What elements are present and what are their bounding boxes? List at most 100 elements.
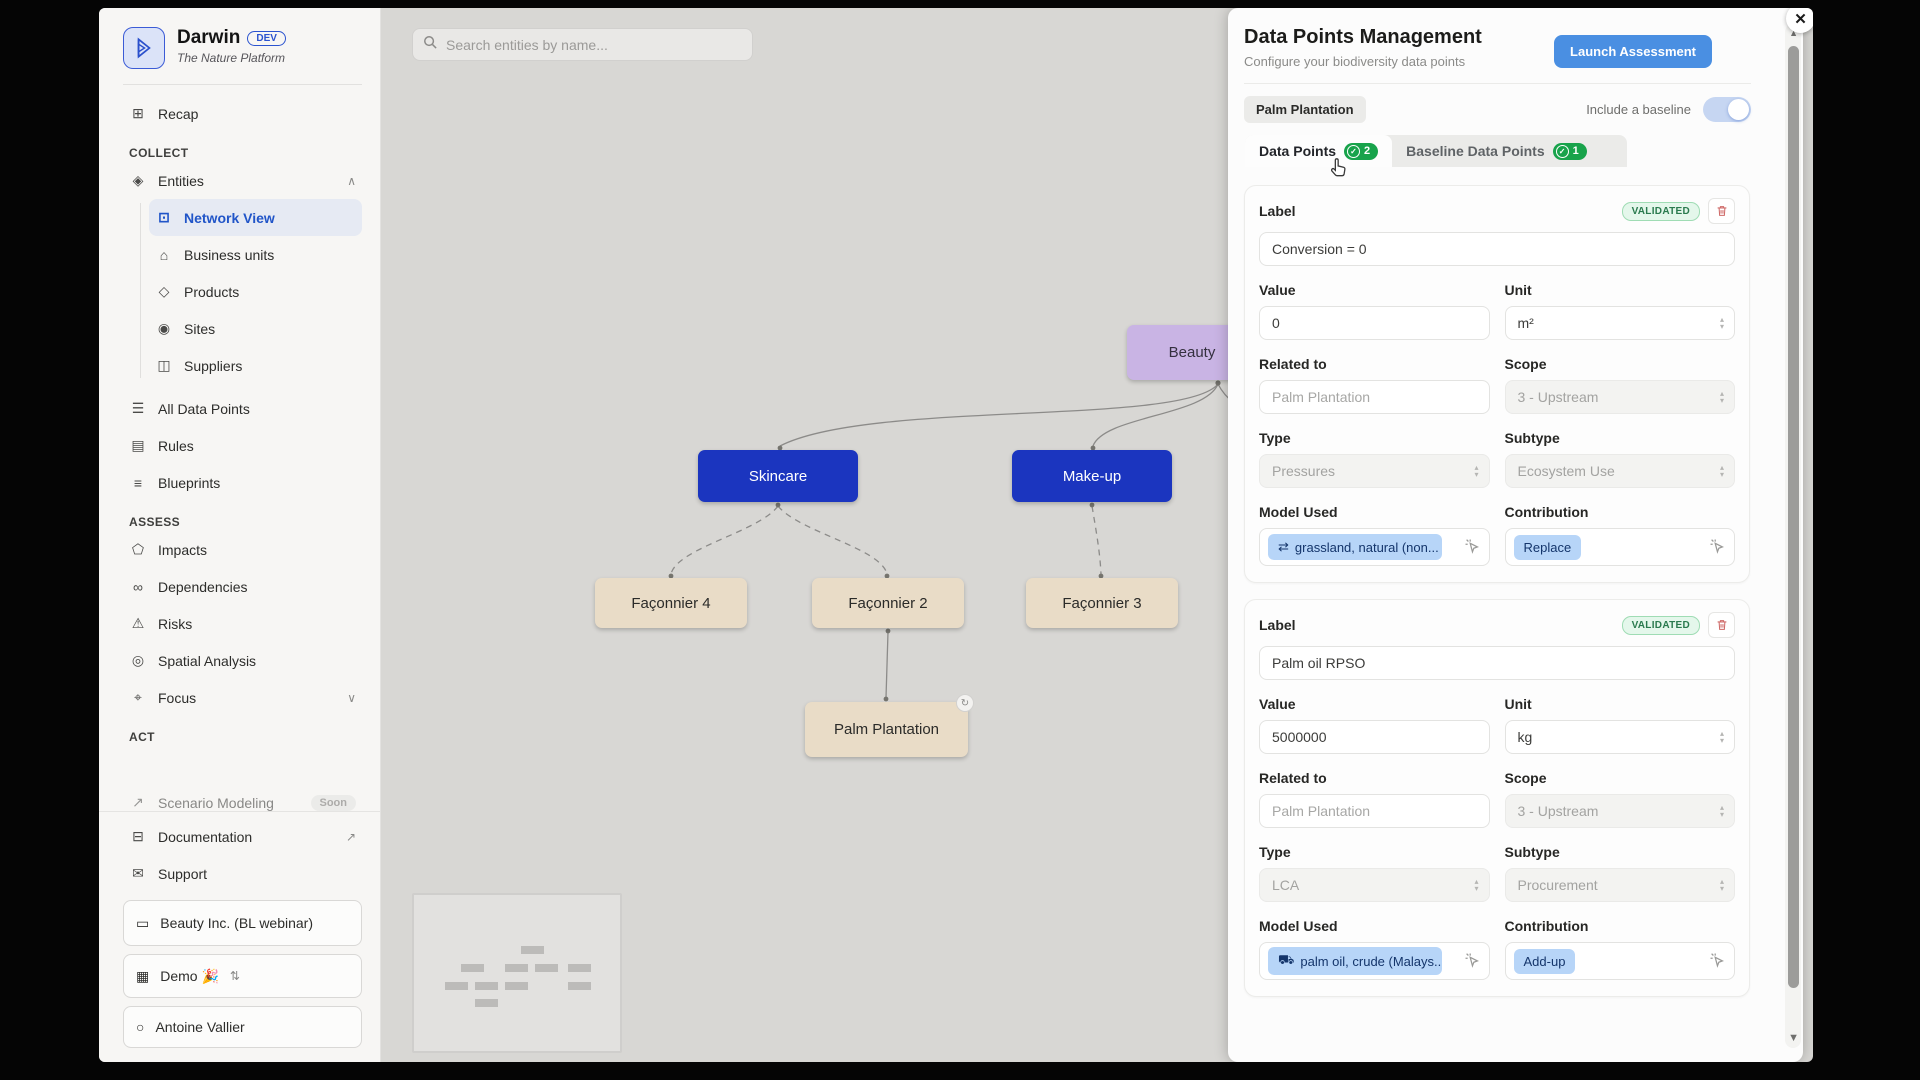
sidebar-item-dependencies[interactable]: ∞ Dependencies <box>123 568 362 605</box>
close-panel-button[interactable]: ✕ <box>1786 8 1813 33</box>
type-select: LCA ▴▾ <box>1259 868 1490 902</box>
scroll-up-arrow[interactable]: ▲ <box>1789 28 1798 38</box>
graph-node-skincare[interactable]: Skincare <box>698 450 858 502</box>
sidebar-item-impacts[interactable]: ⬠ Impacts <box>123 531 362 568</box>
label-input[interactable] <box>1259 646 1735 680</box>
logo-row: Darwin DEV The Nature Platform <box>123 27 362 69</box>
scope-field-title: Scope <box>1504 356 1547 372</box>
select-chevrons-icon: ▴▾ <box>1719 463 1724 479</box>
panel-scrollbar-thumb[interactable] <box>1788 46 1799 988</box>
layers-icon: ≡ <box>133 474 143 491</box>
select-chevrons-icon: ▴▾ <box>1474 463 1479 479</box>
contribution-chip[interactable]: Add-up <box>1513 948 1576 974</box>
model-used-field[interactable]: ⛟ palm oil, crude (Malays... <box>1259 942 1490 980</box>
tab-baseline-data-points[interactable]: Baseline Data Points ✓ 1 <box>1392 135 1601 167</box>
value-input[interactable] <box>1259 306 1490 340</box>
unit-select[interactable]: kg ▴▾ <box>1504 720 1735 754</box>
select-chevrons-icon: ▴▾ <box>1474 877 1479 893</box>
sidebar-item-network-view[interactable]: ⊡ Network View <box>149 199 362 236</box>
shield-icon: ⬠ <box>131 541 145 557</box>
tab-data-points[interactable]: Data Points ✓ 2 <box>1245 135 1393 167</box>
mouse-cursor-hand <box>1327 155 1353 186</box>
sidebar-item-documentation[interactable]: ⊟ Documentation ↗ <box>123 818 362 855</box>
sidebar-item-spatial-analysis[interactable]: ◎ Spatial Analysis <box>123 642 362 679</box>
value-input[interactable] <box>1259 720 1490 754</box>
label-field-title: Label <box>1259 617 1296 633</box>
swap-icon: ⇄ <box>1278 539 1289 554</box>
label-input[interactable] <box>1259 232 1735 266</box>
external-link-icon: ↗ <box>345 829 356 844</box>
contribution-field[interactable]: Add-up <box>1504 942 1735 980</box>
select-chevrons-icon: ▴▾ <box>1719 803 1724 819</box>
baseline-toggle[interactable] <box>1703 97 1751 122</box>
minimap-node <box>505 964 528 972</box>
entities-subitems: ⊡ Network View ⌂ Business units ◇ Produc… <box>137 199 362 384</box>
trend-arrow-icon: ↗ <box>132 794 144 810</box>
launch-assessment-button[interactable]: Launch Assessment <box>1554 35 1712 68</box>
minimap-node <box>568 964 591 972</box>
ai-picker-icon[interactable] <box>1463 951 1481 972</box>
model-chip[interactable]: ⇄ grassland, natural (non... <box>1268 534 1443 560</box>
sidebar-item-support[interactable]: ✉ Support <box>123 855 362 892</box>
sidebar-item-all-data-points[interactable]: ☰ All Data Points <box>123 390 362 427</box>
value-field-title: Value <box>1259 696 1296 712</box>
sidebar-item-suppliers[interactable]: ◫ Suppliers <box>149 347 362 384</box>
truck-icon: ⛟ <box>1278 952 1295 967</box>
minimap-node <box>475 999 498 1007</box>
minimap[interactable] <box>412 893 622 1053</box>
node-refresh-badge[interactable]: ↻ <box>956 694 974 712</box>
value-field-title: Value <box>1259 282 1296 298</box>
sidebar-item-recap[interactable]: ⊞ Recap <box>123 95 362 132</box>
sidebar-item-entities[interactable]: ◈ Entities ∧ <box>123 162 362 199</box>
graph-node-makeup[interactable]: Make-up <box>1012 450 1172 502</box>
delete-data-point-button[interactable] <box>1708 198 1735 224</box>
sidebar-item-products[interactable]: ◇ Products <box>149 273 362 310</box>
graph-node-faconnier4[interactable]: Façonnier 4 <box>595 578 747 628</box>
folder-icon: ▭ <box>136 914 150 931</box>
minimap-node <box>521 946 544 954</box>
model-field-title: Model Used <box>1259 918 1338 934</box>
app-tagline: The Nature Platform <box>177 51 286 65</box>
dev-badge: DEV <box>247 30 286 46</box>
contribution-field[interactable]: Replace <box>1504 528 1735 566</box>
rules-document-icon: ▤ <box>131 437 145 453</box>
sidebar-item-rules[interactable]: ▤ Rules <box>123 427 362 464</box>
ai-picker-icon[interactable] <box>1708 951 1726 972</box>
minimap-node <box>445 982 468 990</box>
model-used-field[interactable]: ⇄ grassland, natural (non... <box>1259 528 1490 566</box>
entity-search[interactable] <box>412 28 753 61</box>
business-units-icon: ⌂ <box>159 246 169 263</box>
select-chevrons-icon: ▴▾ <box>1719 729 1724 745</box>
suppliers-icon: ◫ <box>157 357 171 373</box>
ai-picker-icon[interactable] <box>1463 537 1481 558</box>
search-input[interactable] <box>446 36 742 53</box>
sidebar-item-risks[interactable]: ⚠ Risks <box>123 605 362 642</box>
building-icon: ▦ <box>136 967 150 984</box>
model-chip[interactable]: ⛟ palm oil, crude (Malays... <box>1268 947 1443 975</box>
related-to-input[interactable] <box>1259 380 1490 414</box>
warning-triangle-icon: ⚠ <box>131 615 145 631</box>
unit-select[interactable]: m² ▴▾ <box>1504 306 1735 340</box>
sidebar-item-blueprints[interactable]: ≡ Blueprints <box>123 464 362 501</box>
contribution-chip[interactable]: Replace <box>1513 534 1582 560</box>
check-circle-icon: ✓ <box>1555 144 1569 158</box>
organization-selector[interactable]: ▦ Demo 🎉 ⇅ <box>123 954 362 998</box>
panel-title: Data Points Management <box>1244 26 1482 48</box>
workspace-selector[interactable]: ▭ Beauty Inc. (BL webinar) <box>123 900 362 946</box>
panel-tabs: Data Points ✓ 2 Baseline Data Points ✓ 1 <box>1245 135 1627 177</box>
scope-field-title: Scope <box>1504 770 1547 786</box>
graph-node-faconnier3[interactable]: Façonnier 3 <box>1026 578 1178 628</box>
delete-data-point-button[interactable] <box>1708 612 1735 638</box>
user-menu[interactable]: ○ Antoine Vallier <box>123 1006 362 1048</box>
sidebar-item-sites[interactable]: ◉ Sites <box>149 310 362 347</box>
graph-node-palm-plantation[interactable]: Palm Plantation ↻ <box>805 694 974 757</box>
sidebar-item-focus[interactable]: ⌖ Focus ∨ <box>123 679 362 716</box>
scroll-down-arrow[interactable]: ▼ <box>1788 1032 1799 1044</box>
unit-field-title: Unit <box>1504 696 1532 712</box>
map-pin-icon: ◎ <box>131 652 145 668</box>
section-header-act: ACT <box>129 730 155 744</box>
ai-picker-icon[interactable] <box>1708 537 1726 558</box>
related-to-input[interactable] <box>1259 794 1490 828</box>
sidebar-item-business-units[interactable]: ⌂ Business units <box>149 236 362 273</box>
graph-node-faconnier2[interactable]: Façonnier 2 <box>812 578 964 628</box>
